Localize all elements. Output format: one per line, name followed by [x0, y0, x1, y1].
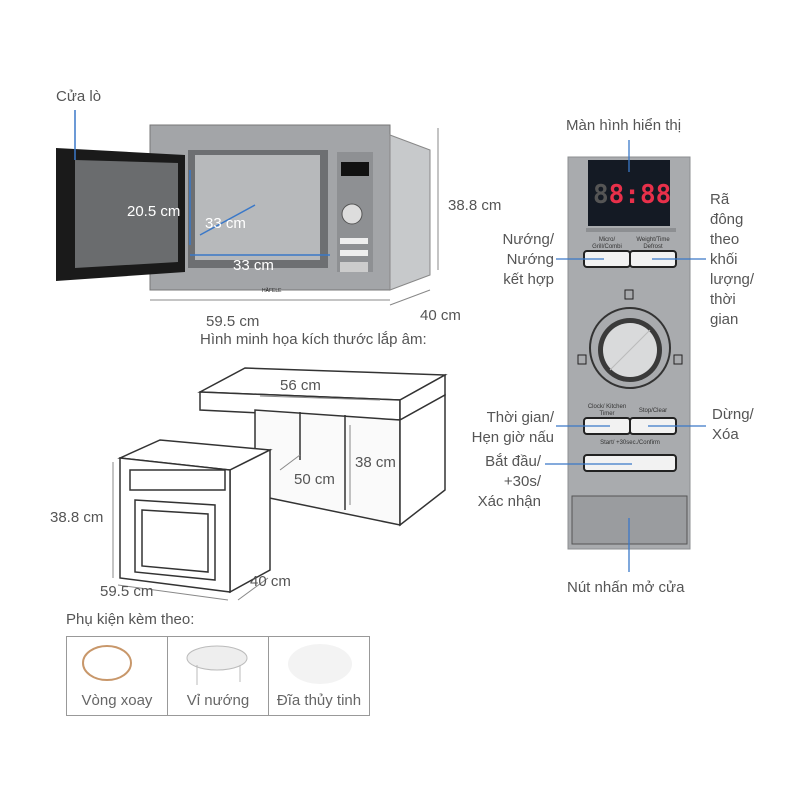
oven-height-label: 38.8 cm — [448, 197, 502, 214]
grill-callout: Nướng/ Nướng kết hợp — [502, 231, 554, 288]
turntable-ring-image — [82, 645, 132, 681]
oven-photo — [56, 124, 431, 291]
display-callout: Màn hình hiển thị — [566, 117, 682, 134]
control-panel — [567, 156, 691, 550]
inner-depth-label: 33 cm — [205, 215, 246, 232]
door-label: Cửa lò — [56, 88, 102, 105]
start-button-label: Start/ +30sec./Confirm — [600, 440, 660, 446]
timer-callout: Thời gian/ Hẹn giờ nấu — [471, 409, 554, 446]
accessory-label: Vỉ nướng — [186, 692, 250, 709]
oven-width-label: 59.5 cm — [206, 313, 260, 330]
weight-defrost-button[interactable] — [630, 251, 676, 267]
oven-sketch — [117, 439, 273, 594]
accessories-title: Phụ kiện kèm theo: — [66, 611, 195, 628]
display-time: 8:88 — [608, 180, 672, 210]
stop-clear-button[interactable] — [630, 418, 676, 434]
weight-defrost-button-label: Weight/Time Defrost — [636, 237, 670, 250]
clock-timer-button-label: Clock/ Kitchen Timer — [587, 404, 627, 417]
cabinet-dimension-lines — [259, 395, 381, 505]
grill-rack-image — [186, 645, 248, 685]
oven-sketch-height-label: 38.8 cm — [50, 509, 104, 526]
door-button-callout: Nút nhấn mở cửa — [567, 579, 685, 596]
stop-callout: Dừng/ Xóa — [712, 406, 754, 443]
oven-depth-label: 40 cm — [420, 307, 461, 324]
defrost-callout: Rã đông theo khối lượng/ thời gian — [710, 191, 755, 328]
panel-callout-lines — [545, 140, 706, 572]
display-screen: 88:88 — [593, 180, 671, 210]
oven-outer-dimension-lines — [150, 128, 439, 306]
oven-dimension-lines — [74, 110, 330, 256]
accessory-glass-plate: Đĩa thủy tinh — [268, 636, 370, 716]
brand-logo: HÄFELE — [262, 288, 282, 294]
start-callout: Bắt đầu/ +30s/ Xác nhận — [477, 453, 541, 510]
inner-height-label: 20.5 cm — [127, 203, 181, 220]
accessory-grill-rack: Vỉ nướng — [167, 636, 269, 716]
cabinet-drawing — [197, 367, 448, 527]
door-open-button[interactable] — [572, 496, 687, 544]
cabinet-depth-label: 50 cm — [294, 471, 335, 488]
micro-grill-button-label: Micro/ Grill/Combi — [592, 237, 622, 250]
oven-sketch-depth-label: 40 cm — [250, 573, 291, 590]
start-button[interactable] — [584, 455, 676, 471]
oven-sketch-dimension-lines — [112, 462, 269, 601]
oven-sketch-width-label: 59.5 cm — [100, 583, 154, 600]
accessory-label: Vòng xoay — [81, 692, 153, 709]
cabinet-width-label: 56 cm — [280, 377, 321, 394]
install-title: Hình minh họa kích thước lắp âm: — [200, 331, 427, 348]
stop-clear-button-label: Stop/Clear — [638, 408, 668, 414]
glass-plate-image — [288, 644, 352, 684]
display-dim-digit: 8 — [593, 180, 609, 210]
micro-grill-button[interactable] — [584, 251, 630, 267]
inner-width-label: 33 cm — [233, 257, 274, 274]
cabinet-height-label: 38 cm — [355, 454, 396, 471]
clock-timer-button[interactable] — [584, 418, 630, 434]
accessory-label: Đĩa thủy tinh — [276, 692, 362, 709]
control-knob[interactable] — [598, 318, 662, 382]
accessory-turntable-ring: Vòng xoay — [66, 636, 168, 716]
